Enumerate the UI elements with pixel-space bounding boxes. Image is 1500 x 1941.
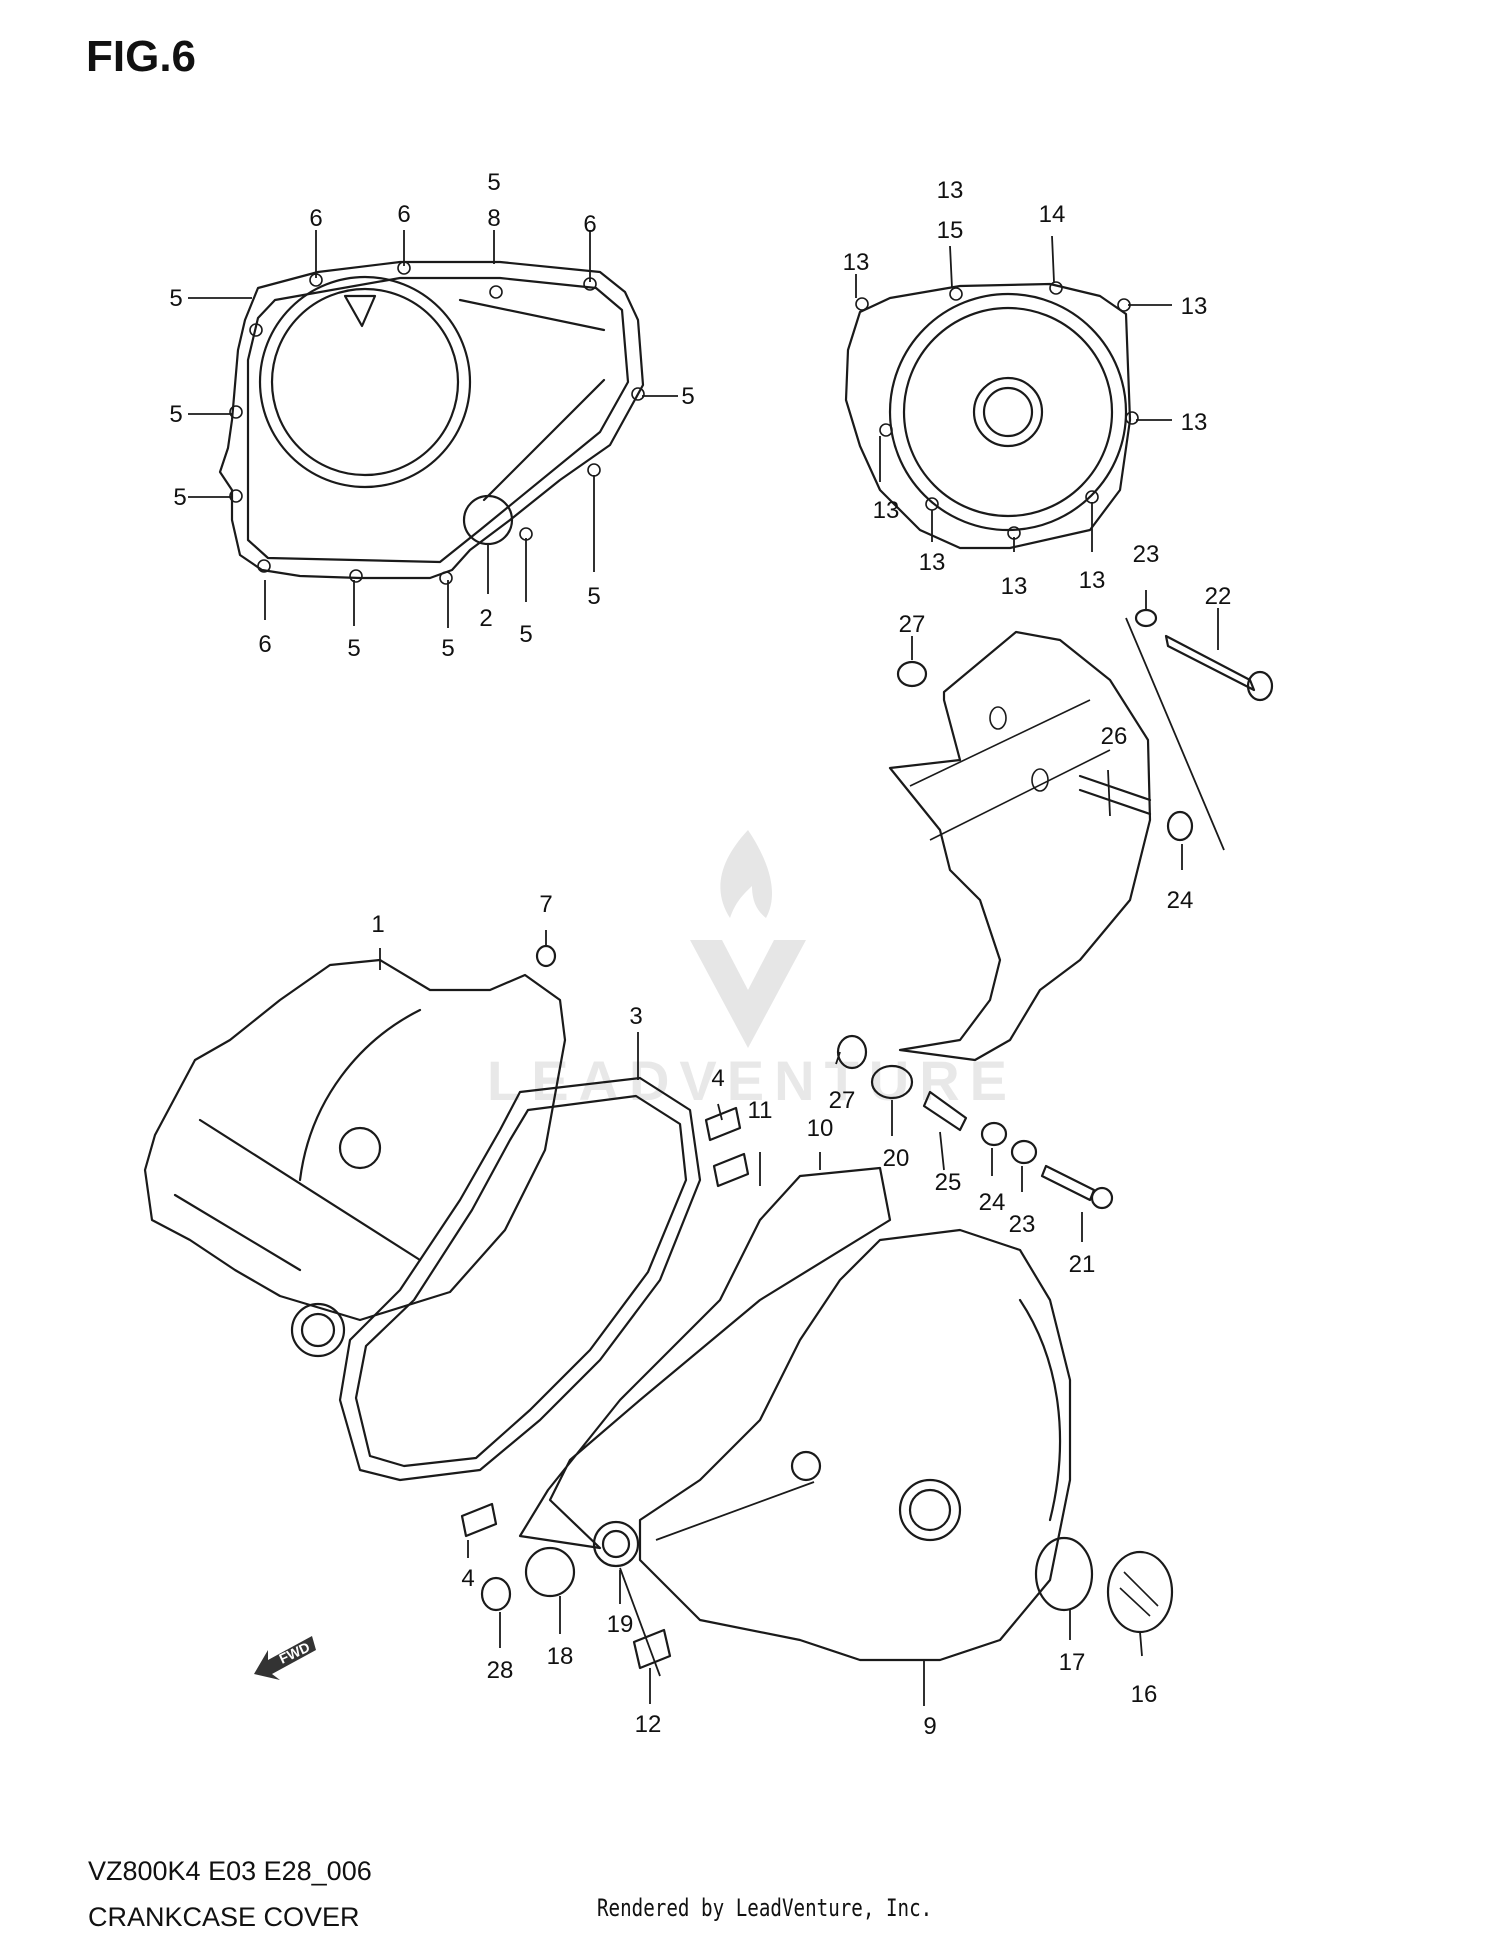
- watermark-text: LEADVENTURE: [487, 1049, 1017, 1112]
- callout-label[interactable]: 5: [169, 401, 182, 428]
- callout-label[interactable]: 27: [899, 611, 926, 638]
- clutch-cover-outer: [218, 260, 645, 580]
- callout-label[interactable]: 23: [1133, 541, 1160, 568]
- callouts-upper-right: 13 15 14 13 13 13 13 13 13 13: [843, 177, 1208, 600]
- callout-label[interactable]: 16: [1131, 1681, 1158, 1708]
- gasket-3: [338, 1076, 702, 1482]
- callout-label[interactable]: 5: [347, 635, 360, 662]
- callouts-bracket: 23 22 27 26 24 27 20 25 24 23 21: [829, 541, 1232, 1278]
- callout-label[interactable]: 10: [807, 1115, 834, 1142]
- callout-label[interactable]: 6: [309, 205, 322, 232]
- figure-title: FIG.6: [86, 32, 197, 81]
- callout-label[interactable]: 3: [629, 1003, 642, 1030]
- callout-label[interactable]: 17: [1059, 1649, 1086, 1676]
- fwd-arrow: FWD: [254, 1636, 316, 1680]
- callout-label[interactable]: 8: [487, 205, 500, 232]
- callout-label[interactable]: 2: [479, 605, 492, 632]
- callout-label[interactable]: 1: [371, 911, 384, 938]
- callout-label[interactable]: 20: [883, 1145, 910, 1172]
- callout-label[interactable]: 21: [1069, 1251, 1096, 1278]
- callout-label[interactable]: 11: [748, 1097, 773, 1124]
- callout-label[interactable]: 6: [583, 211, 596, 238]
- callout-label[interactable]: 25: [935, 1169, 962, 1196]
- callout-label[interactable]: 5: [441, 635, 454, 662]
- callout-label[interactable]: 12: [635, 1711, 662, 1738]
- heat-shield: [888, 617, 1225, 1062]
- callout-label[interactable]: 5: [173, 484, 186, 511]
- callout-label[interactable]: 5: [169, 285, 182, 312]
- callout-label[interactable]: 9: [923, 1713, 936, 1740]
- callout-label[interactable]: 27: [829, 1087, 856, 1114]
- callouts-upper-left: 6 6 5 8 6 5 5 5 5 5 5 5 5 6 5 5 2: [169, 169, 694, 662]
- callout-label[interactable]: 23: [1009, 1211, 1036, 1238]
- callout-label[interactable]: 13: [1181, 293, 1208, 320]
- callout-label[interactable]: 13: [843, 249, 870, 276]
- callout-label[interactable]: 28: [487, 1657, 514, 1684]
- callout-label[interactable]: 13: [937, 177, 964, 204]
- generator-cover-outer: [844, 281, 1139, 550]
- callout-label[interactable]: 14: [1039, 201, 1066, 228]
- callout-label[interactable]: 13: [1001, 573, 1028, 600]
- generator-cover-9: [638, 1228, 1072, 1662]
- callout-label[interactable]: 13: [873, 497, 900, 524]
- callout-label[interactable]: 24: [979, 1189, 1006, 1216]
- callout-label[interactable]: 6: [258, 631, 271, 658]
- callout-label[interactable]: 13: [1079, 567, 1106, 594]
- callout-label[interactable]: 13: [919, 549, 946, 576]
- fwd-label: FWD: [277, 1639, 313, 1667]
- callout-label[interactable]: 26: [1101, 723, 1128, 750]
- callout-label[interactable]: 18: [547, 1643, 574, 1670]
- callout-label[interactable]: 22: [1205, 583, 1232, 610]
- callout-label[interactable]: 24: [1167, 887, 1194, 914]
- callout-label[interactable]: 13: [1181, 409, 1208, 436]
- callout-label[interactable]: 6: [397, 201, 410, 228]
- callout-label[interactable]: 4: [711, 1065, 724, 1092]
- model-code: VZ800K4 E03 E28_006: [88, 1856, 372, 1886]
- callouts-main: 7 1 3 4 11 10 4 28 18 19 12 9 17 16: [371, 891, 1157, 1740]
- callout-label[interactable]: 5: [681, 383, 694, 410]
- callout-label[interactable]: 15: [937, 217, 964, 244]
- callout-label[interactable]: 5: [587, 583, 600, 610]
- rendered-by-credit: Rendered by LeadVenture, Inc.: [597, 1894, 933, 1922]
- section-title: CRANKCASE COVER: [88, 1902, 360, 1932]
- watermark-logo: LEADVENTURE: [487, 830, 1017, 1112]
- crankcase-cover-1: [143, 958, 567, 1358]
- callout-label[interactable]: 5: [519, 621, 532, 648]
- callout-label[interactable]: 7: [539, 891, 552, 918]
- callout-label[interactable]: 4: [461, 1565, 474, 1592]
- clutch-cover-bolt-holes: [229, 261, 645, 585]
- leader-lines: [188, 230, 1219, 1706]
- bracket-fasteners: [836, 608, 1274, 1210]
- gasket-10: [518, 1166, 892, 1550]
- small-parts: [460, 944, 1174, 1677]
- callout-label[interactable]: 19: [607, 1611, 634, 1638]
- callout-label[interactable]: 5: [487, 169, 500, 196]
